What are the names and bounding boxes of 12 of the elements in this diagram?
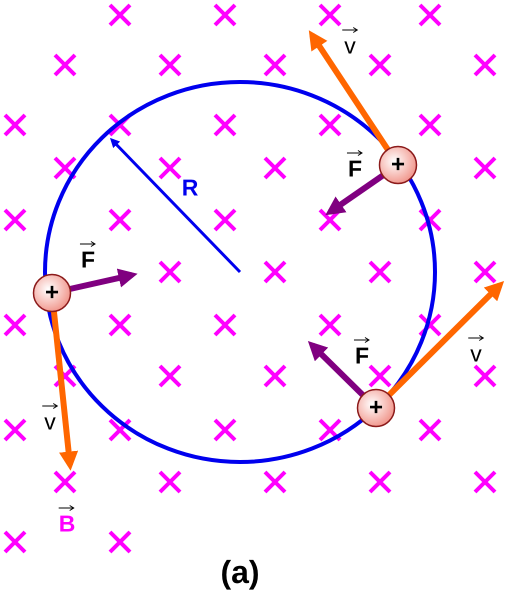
radius-label: R bbox=[182, 174, 198, 200]
force-label: F bbox=[348, 156, 362, 182]
force-label: F bbox=[80, 246, 96, 272]
force-label: F bbox=[354, 342, 370, 368]
velocity-label: v bbox=[44, 408, 56, 434]
velocity-label: v bbox=[470, 340, 482, 366]
charge-sign: + bbox=[390, 153, 405, 177]
field-label: B bbox=[58, 510, 76, 536]
panel-label: (a) bbox=[220, 554, 260, 590]
charge-sign: + bbox=[44, 281, 59, 305]
velocity-label: v bbox=[344, 32, 356, 58]
charge-sign: + bbox=[368, 396, 383, 420]
